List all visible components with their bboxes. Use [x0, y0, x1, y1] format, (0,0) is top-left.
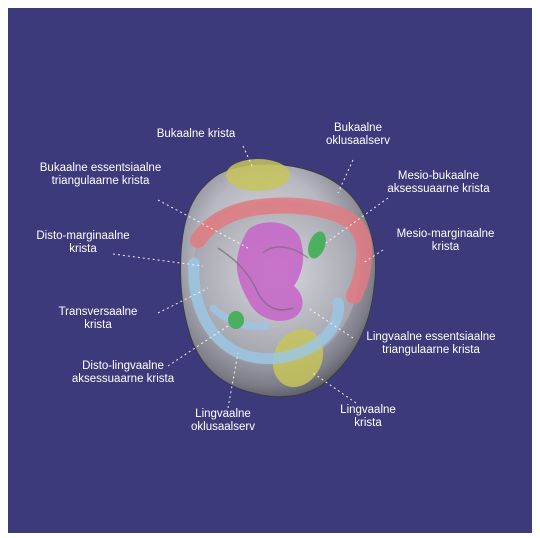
- label-bukaalne-oklusaalserv: Bukaalne oklusaalserv: [308, 122, 408, 148]
- label-disto-marginaalne-krista: Disto-marginaalne krista: [8, 230, 158, 256]
- label-bukaalne-krista: Bukaalne krista: [141, 128, 251, 141]
- label-bukaalne-essentsiaalne-triangulaarne-krista: Bukaalne essentsiaalne triangulaarne kri…: [23, 162, 178, 188]
- label-lingvaalne-krista: Lingvaalne krista: [323, 404, 413, 430]
- tooth-occlusal-diagram: [8, 8, 532, 533]
- label-mesio-marginaalne-krista: Mesio-marginaalne krista: [383, 228, 508, 254]
- disto-lingual-accessory-ridge: [228, 311, 244, 329]
- label-lingvaalne-essentsiaalne-triangulaarne-krista: Lingvaalne essentsiaalne triangulaarne k…: [351, 331, 511, 357]
- label-disto-lingvaalne-aksessuaarne-krista: Disto-lingvaalne aksessuaarne krista: [58, 360, 188, 386]
- diagram-frame: Bukaalne krista Bukaalne oklusaalserv Bu…: [8, 8, 532, 533]
- leader-line: [338, 160, 353, 193]
- label-transversaalne-krista: Transversaalne krista: [43, 306, 153, 332]
- label-lingvaalne-oklusaalserv: Lingvaalne oklusaalserv: [168, 408, 278, 434]
- buccal-cusp-tip: [226, 159, 290, 191]
- label-mesio-bukaalne-aksessuaarne-krista: Mesio-bukaalne aksessuaarne krista: [376, 170, 501, 196]
